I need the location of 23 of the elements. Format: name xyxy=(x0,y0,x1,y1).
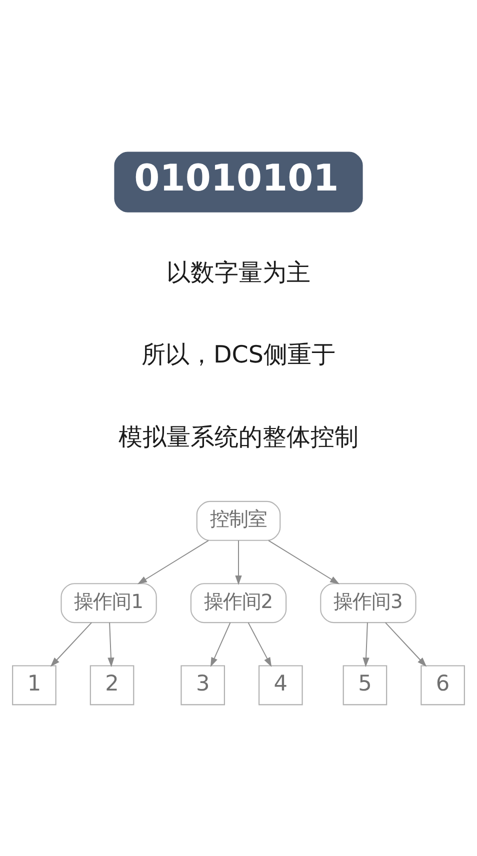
node-box: 控制室 xyxy=(196,500,281,540)
label: 所以，DCS侧重于 xyxy=(142,340,336,368)
node-box: 6 xyxy=(420,664,465,705)
node-box: 2 xyxy=(90,664,134,705)
node-box: 1 xyxy=(12,664,56,705)
node-box: 5 xyxy=(342,664,388,705)
label: 模拟量系统的整体控制 xyxy=(118,422,358,450)
arrow xyxy=(362,622,370,667)
node-box: 3 xyxy=(180,664,225,705)
node-box: 4 xyxy=(258,664,303,705)
arrow xyxy=(210,622,231,667)
node-box: 01010101 xyxy=(114,151,363,212)
arrow xyxy=(235,540,242,584)
node-box: 操作间2 xyxy=(190,582,287,623)
node-box: 操作间1 xyxy=(60,582,157,623)
arrow xyxy=(50,622,92,666)
node-box: 操作间3 xyxy=(320,582,416,623)
arrow xyxy=(248,622,272,666)
arrow xyxy=(137,540,209,584)
label: 以数字量为主 xyxy=(166,258,310,286)
arrow xyxy=(268,540,340,584)
arrow xyxy=(108,622,114,667)
arrow xyxy=(385,622,427,666)
